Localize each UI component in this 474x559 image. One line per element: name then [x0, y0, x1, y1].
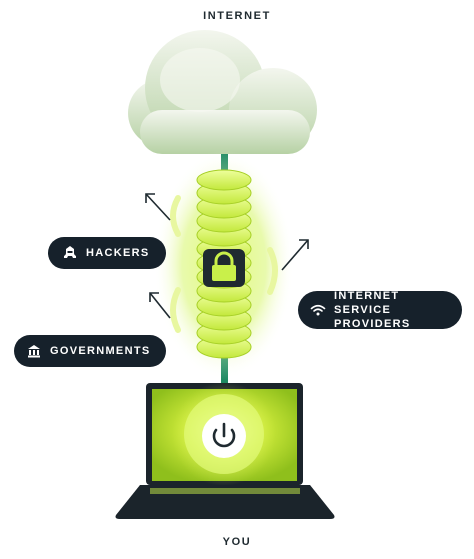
- hackers-badge: HACKERS: [48, 237, 166, 269]
- isp-badge: INTERNET SERVICE PROVIDERS: [298, 290, 462, 330]
- isp-label-line1: INTERNET SERVICE: [334, 290, 400, 316]
- cloud-icon: [128, 30, 317, 154]
- deflect-arrow-hackers: [145, 193, 171, 221]
- shield-arc-left-top: [170, 195, 181, 237]
- governments-badge: GOVERNMENTS: [14, 335, 167, 367]
- governments-label: GOVERNMENTS: [50, 345, 151, 357]
- deflect-arrow-isp: [281, 239, 309, 271]
- deflect-arrow-governments: [149, 292, 171, 319]
- shield-arc-left-bottom: [170, 287, 181, 333]
- hackers-label: HACKERS: [86, 247, 150, 259]
- padlock-icon: [203, 249, 245, 287]
- you-label: YOU: [222, 536, 252, 548]
- shield-arc-right: [267, 247, 278, 295]
- internet-label: INTERNET: [203, 10, 271, 22]
- power-icon[interactable]: [202, 414, 246, 458]
- isp-label-line2: PROVIDERS: [334, 318, 411, 330]
- hacker-icon: [62, 245, 78, 261]
- wifi-icon: [310, 302, 326, 318]
- government-building-icon: [26, 343, 42, 359]
